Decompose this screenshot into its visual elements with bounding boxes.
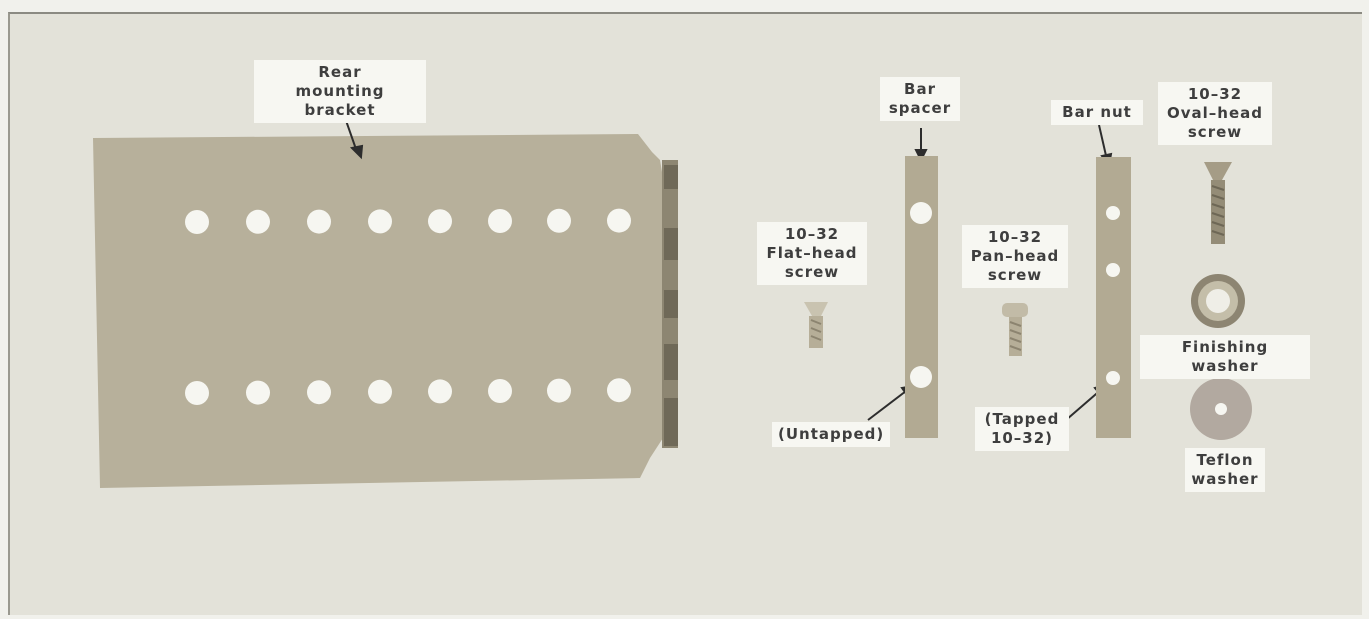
bracket-hole xyxy=(246,381,270,405)
nut-hole-1 xyxy=(1106,206,1120,220)
spacer-hole-top xyxy=(910,202,932,224)
bracket-hole xyxy=(607,209,631,233)
finishing-washer xyxy=(1191,274,1245,328)
nut-hole-2 xyxy=(1106,263,1120,277)
label-oval-head-screw: 10–32 Oval–head screw xyxy=(1158,82,1272,145)
bracket-hole xyxy=(607,378,631,402)
bracket-hole xyxy=(307,380,331,404)
bracket-hole xyxy=(307,210,331,234)
label-bar-spacer: Bar spacer xyxy=(880,77,960,121)
rear-mounting-bracket xyxy=(93,134,678,488)
bracket-hole xyxy=(488,209,512,233)
leader-untapped xyxy=(868,388,910,420)
bracket-hole xyxy=(246,210,270,234)
bracket-hole xyxy=(185,381,209,405)
nut-hole-3 xyxy=(1106,371,1120,385)
teflon-washer xyxy=(1190,378,1252,440)
bracket-hole xyxy=(428,379,452,403)
bar-nut xyxy=(1096,157,1131,438)
label-pan-head-screw: 10–32 Pan–head screw xyxy=(962,225,1068,288)
spacer-hole-bottom xyxy=(910,366,932,388)
bracket-hole xyxy=(428,209,452,233)
bracket-hole xyxy=(368,380,392,404)
bracket-hole xyxy=(547,209,571,233)
label-tapped: (Tapped 10–32) xyxy=(975,407,1069,451)
oval-head-screw xyxy=(1204,162,1232,244)
pan-head-screw xyxy=(1002,303,1028,356)
label-rear-mounting-bracket: Rear mounting bracket xyxy=(254,60,426,123)
bracket-hole xyxy=(547,379,571,403)
bracket-hole xyxy=(185,210,209,234)
label-flat-head-screw: 10–32 Flat–head screw xyxy=(757,222,867,285)
label-bar-nut: Bar nut xyxy=(1051,100,1143,125)
bracket-hole xyxy=(368,209,392,233)
label-teflon-washer: Teflon washer xyxy=(1185,448,1265,492)
bar-spacer xyxy=(905,156,938,438)
label-finishing-washer: Finishing washer xyxy=(1140,335,1310,379)
label-untapped: (Untapped) xyxy=(772,422,890,447)
flat-head-screw xyxy=(804,302,828,348)
bracket-hole xyxy=(488,379,512,403)
